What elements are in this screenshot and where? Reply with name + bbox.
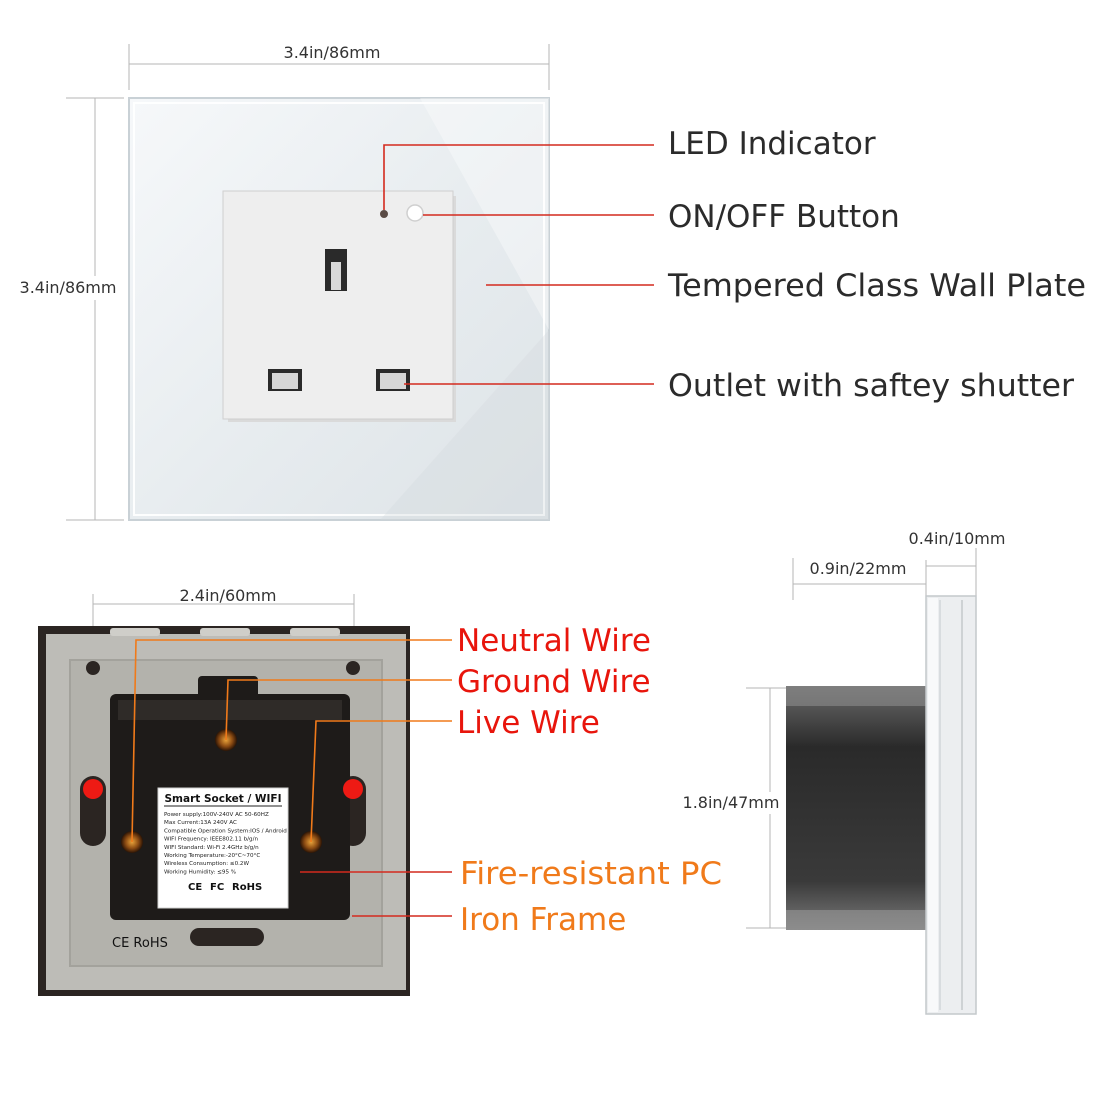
led-indicator — [380, 210, 388, 218]
neutral-wire-label: Neutral Wire — [457, 623, 651, 659]
iron-frame-label: Iron Frame — [460, 902, 626, 938]
product-label-spec-line: WIFI Frequency: IEEE802.11 b/g/n — [164, 837, 258, 843]
right-screw-marker — [343, 779, 363, 799]
led-leader-line — [383, 144, 654, 210]
led-indicator-label: LED Indicator — [668, 126, 876, 162]
glass-wall-plate — [128, 97, 550, 521]
fc-mark: FC — [210, 882, 224, 893]
fire-resistant-pc-label: Fire-resistant PC — [460, 856, 722, 892]
mold-marking: CE RoHS — [112, 936, 168, 951]
ground-wire-label: Ground Wire — [457, 664, 651, 700]
product-label-spec-line: Working Humidity: ≤95 % — [164, 869, 236, 875]
side-depth-label: 0.9in/22mm — [810, 559, 907, 578]
ce-mark: CE — [188, 882, 202, 893]
back-view: 2.4in/60mm CE RoHS Smart Socket / WIFI — [38, 586, 722, 996]
live-wire-leader — [310, 720, 452, 843]
product-label-sticker — [157, 787, 289, 909]
socket-module — [222, 190, 454, 420]
front-height-label: 3.4in/86mm — [20, 278, 117, 297]
side-height-label: 1.8in/47mm — [683, 793, 780, 812]
on-off-button[interactable] — [406, 204, 424, 222]
product-label-spec-line: Working Temperature:-20°C~70°C — [164, 853, 260, 859]
on-off-button-label: ON/OFF Button — [668, 199, 900, 235]
front-view: 3.4in/86mm 3.4in/86mm LED Indicator ON — [14, 43, 1086, 521]
product-label-spec-line: Compatible Operation System:IOS / Androi… — [164, 828, 287, 834]
wall-plate-label: Tempered Class Wall Plate — [667, 268, 1086, 304]
product-label-spec-line: Max Current:13A 240V AC — [164, 820, 237, 826]
outlet-label: Outlet with saftey shutter — [668, 368, 1074, 404]
product-label-spec-lines: Power supply:100V-240V AC 50-60HZ Max Cur… — [164, 812, 287, 875]
product-label-spec-line: Power supply:100V-240V AC 50-60HZ — [164, 812, 269, 818]
rohs-mark: RoHS — [232, 882, 262, 893]
side-plate-label: 0.4in/10mm — [909, 529, 1006, 548]
front-width-label: 3.4in/86mm — [284, 43, 381, 62]
product-label-spec-line: WIFI Standard: Wi-Fi 2.4GHz b/g/n — [164, 845, 259, 851]
product-label-spec-line: Wireless Consumption: ≤0.2W — [164, 861, 249, 867]
neutral-wire-leader — [131, 639, 452, 843]
live-wire-label: Live Wire — [457, 705, 600, 741]
left-screw-marker — [83, 779, 103, 799]
socket-body-side — [786, 686, 928, 930]
ground-wire-leader — [225, 679, 452, 741]
side-view: 0.9in/22mm 0.4in/10mm 1.8in/47mm — [676, 529, 1006, 1015]
back-width-label: 2.4in/60mm — [180, 586, 277, 605]
product-label-title: Smart Socket / WIFI — [165, 793, 282, 805]
